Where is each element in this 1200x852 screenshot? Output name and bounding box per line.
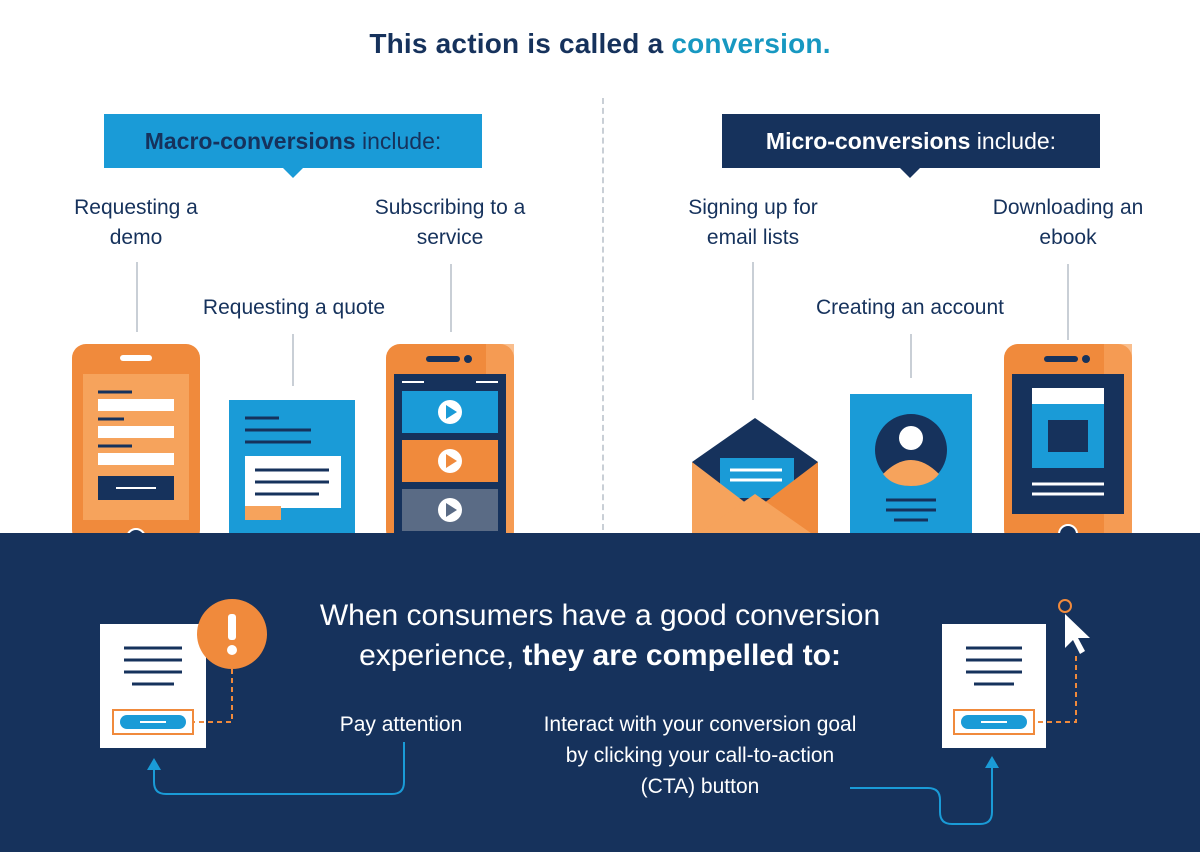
bottom-headline: When consumers have a good conversion ex…: [290, 596, 910, 676]
title-prefix: This action is called a: [369, 28, 672, 59]
phone-video-icon: [386, 344, 514, 544]
callout-pointer: [900, 168, 920, 178]
title-accent: conversion.: [671, 28, 831, 59]
micro-heading-rest: include:: [970, 128, 1057, 154]
label-creating-account: Creating an account: [816, 296, 1004, 319]
phone-form-icon: [72, 344, 200, 548]
headline-bold: they are compelled to:: [522, 639, 841, 672]
quote-document-icon: [229, 400, 355, 540]
label-downloading-ebook: Downloading an ebook: [992, 196, 1144, 249]
micro-heading-bold: Micro-conversions: [765, 128, 971, 154]
page-title: This action is called a conversion.: [0, 28, 1200, 60]
caption-pay-attention: Pay attention: [339, 713, 463, 736]
envelope-icon: [692, 418, 818, 538]
phone-ebook-icon: [1004, 344, 1132, 544]
page-cursor-icon: [942, 599, 1090, 748]
label-requesting-demo: Requesting a demo: [74, 196, 198, 249]
headline-plain: When consumers have a good conversion ex…: [319, 599, 881, 672]
page-alert-icon: [100, 599, 267, 748]
section-divider: [602, 98, 604, 530]
callout-pointer: [283, 168, 303, 178]
connector-lines: [136, 262, 1069, 400]
caption-interact-cta: Interact with your conversion goal by cl…: [543, 713, 857, 798]
macro-heading-rest: include:: [355, 128, 442, 154]
micro-conversions-callout: Micro-conversions include:: [722, 114, 1100, 178]
account-card-icon: [850, 394, 972, 540]
label-subscribing-service: Subscribing to a service: [374, 196, 526, 249]
macro-heading-bold: Macro-conversions: [144, 128, 356, 154]
label-email-lists: Signing up for email lists: [688, 196, 818, 249]
label-requesting-quote: Requesting a quote: [202, 296, 386, 319]
macro-conversions-callout: Macro-conversions include:: [104, 114, 482, 178]
